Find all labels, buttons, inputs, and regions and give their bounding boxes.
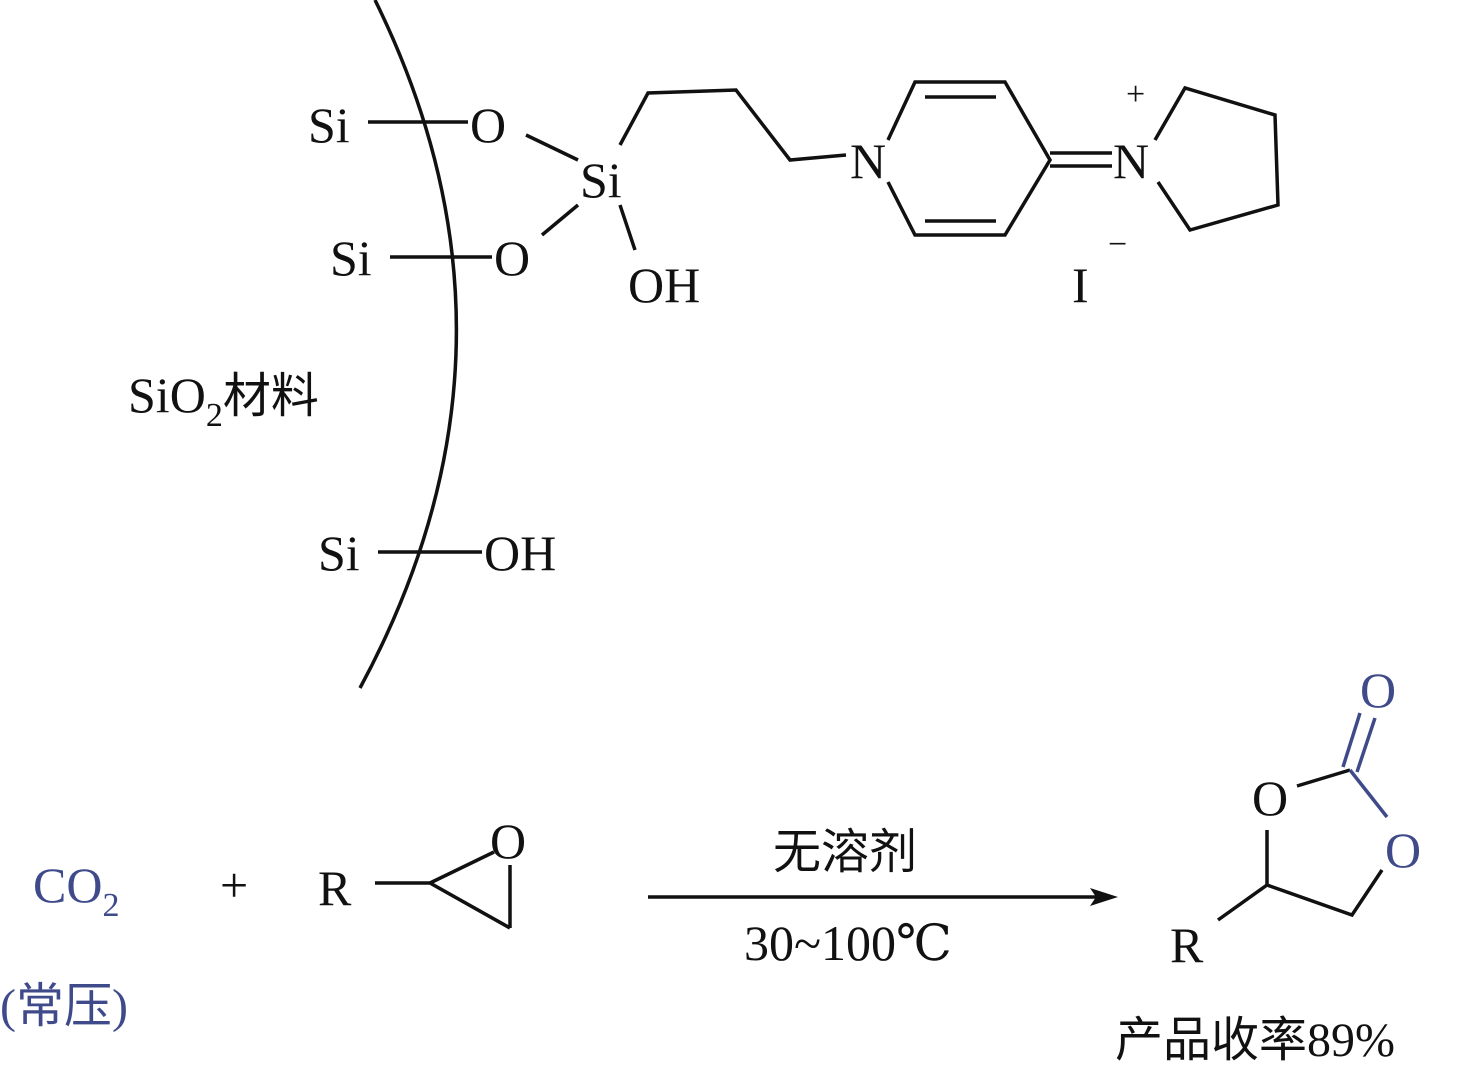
o1-carbonyl-bond	[1296, 768, 1351, 788]
product-ring-oxygen-2: O	[1385, 822, 1421, 878]
epoxide-c-o-bond	[429, 850, 495, 885]
plus-sign: +	[220, 857, 248, 913]
pyridine-ring	[886, 80, 1053, 237]
silica-surface-arc	[358, 0, 459, 689]
carbonyl-double-bond-2	[1355, 717, 1377, 773]
product-ring-carbons	[1265, 830, 1384, 918]
support-label: SiO2材料	[128, 367, 319, 434]
si-atom-center: Si	[580, 152, 622, 208]
co2-formula: CO2	[33, 857, 119, 924]
product-r-bond	[1216, 883, 1269, 922]
arrow-condition-solvent: 无溶剂	[773, 826, 917, 879]
o-si-bond-mid	[540, 203, 580, 237]
si-atom-mid: Si	[330, 230, 372, 286]
n-pyridine: N	[850, 133, 886, 189]
pyrrolidine-ring	[1153, 85, 1280, 233]
product-ring-oxygen-1: O	[1252, 770, 1288, 826]
arrow-condition-temperature: 30~100℃	[744, 915, 952, 971]
si-atom-bottom: Si	[318, 525, 360, 581]
product-carbonyl-oxygen: O	[1360, 662, 1396, 718]
epoxide-c-c-bond	[429, 881, 511, 930]
o-si-bond-top	[525, 133, 579, 162]
product-yield: 产品收率89%	[1115, 1014, 1395, 1067]
epoxide-r-group: R	[318, 860, 352, 916]
oh-group-si: OH	[628, 257, 700, 313]
n-plus: N	[1113, 133, 1149, 189]
o-atom-mid: O	[494, 230, 530, 286]
minus-charge: −	[1108, 226, 1127, 263]
carbonyl-o2-bond	[1348, 768, 1389, 819]
co2-condition: (常压)	[0, 980, 128, 1033]
si-atom-top: Si	[308, 97, 350, 153]
propyl-chain	[618, 88, 847, 162]
si-oh-bond	[618, 204, 637, 251]
epoxide-oxygen: O	[490, 813, 526, 869]
carbonyl-double-bond-1	[1341, 712, 1362, 768]
product-r-group: R	[1170, 917, 1204, 973]
arrow-head-icon	[1090, 888, 1118, 906]
o-atom-top: O	[470, 97, 506, 153]
iodide-ion: I	[1072, 257, 1089, 313]
oh-group-bottom: OH	[484, 525, 556, 581]
plus-charge: +	[1126, 76, 1145, 113]
